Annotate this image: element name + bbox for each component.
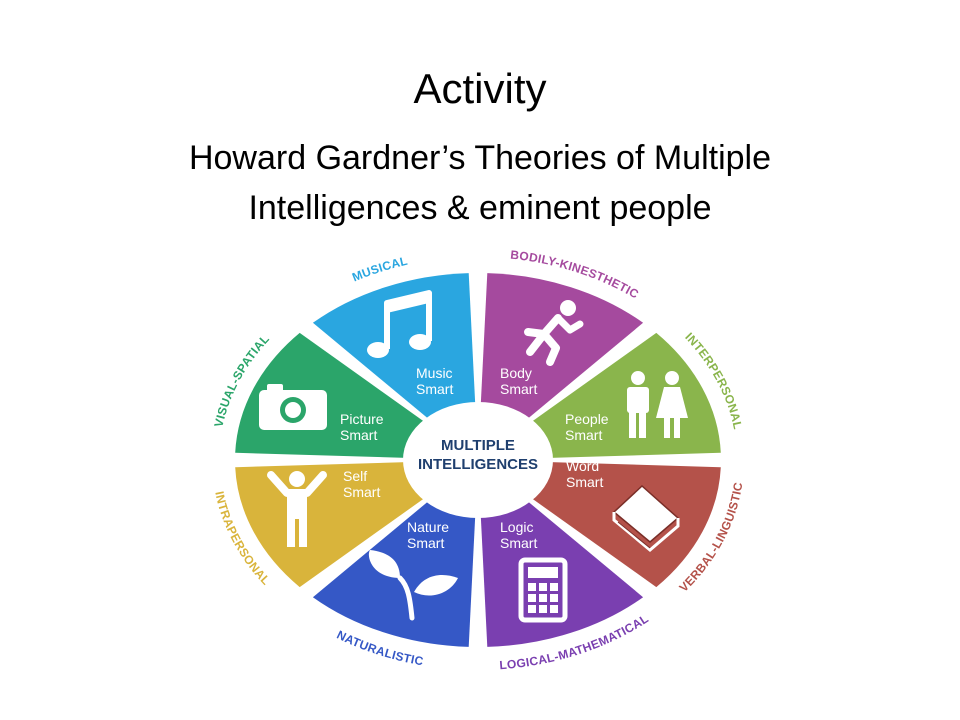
- person-arms-up-icon: [267, 471, 327, 547]
- segment-label-logic-line-1: Logic: [500, 519, 533, 535]
- segment-label-music-line-2: Smart: [416, 381, 453, 397]
- segment-label-word-line-1: Word: [566, 458, 599, 474]
- subtitle-line-1: Howard Gardner’s Theories of Multiple: [188, 139, 772, 177]
- segment-label-body-line-2: Smart: [500, 381, 537, 397]
- center-label-line-1: MULTIPLE: [441, 437, 515, 454]
- center-label-line-2: INTELLIGENCES: [418, 456, 538, 473]
- segment-label-nature-line-2: Smart: [407, 535, 444, 551]
- man-woman-icon: [627, 371, 688, 438]
- segment-label-word-line-2: Smart: [566, 474, 603, 490]
- segment-label-picture-line-2: Smart: [340, 427, 377, 443]
- calculator-icon: [518, 557, 568, 623]
- music-note-icon: [367, 290, 432, 358]
- segment-label-people-line-1: People: [565, 411, 609, 427]
- segment-label-nature-line-1: Nature: [407, 519, 449, 535]
- segment-label-self-line-2: Smart: [343, 484, 380, 500]
- slide-subtitle: Howard Gardner’s Theories of Multiple In…: [0, 133, 960, 233]
- segment-label-music-line-1: Music: [416, 365, 453, 381]
- book-icon: [612, 484, 680, 552]
- icons-layer: [259, 290, 688, 623]
- subtitle-line-2: Intelligences & eminent people: [248, 189, 712, 227]
- camera-icon: [259, 384, 327, 430]
- segment-label-logic-line-2: Smart: [500, 535, 537, 551]
- ring-label-music: MUSICAL: [350, 254, 409, 285]
- segment-label-picture-line-1: Picture: [340, 411, 384, 427]
- leaf-icon: [368, 550, 458, 621]
- slide-title: Activity: [413, 65, 547, 112]
- segment-label-body-line-1: Body: [500, 365, 532, 381]
- segment-label-people-line-2: Smart: [565, 427, 602, 443]
- segment-label-self-line-1: Self: [343, 468, 367, 484]
- center-hub: MULTIPLE INTELLIGENCES: [403, 402, 553, 518]
- running-person-icon: [524, 300, 584, 366]
